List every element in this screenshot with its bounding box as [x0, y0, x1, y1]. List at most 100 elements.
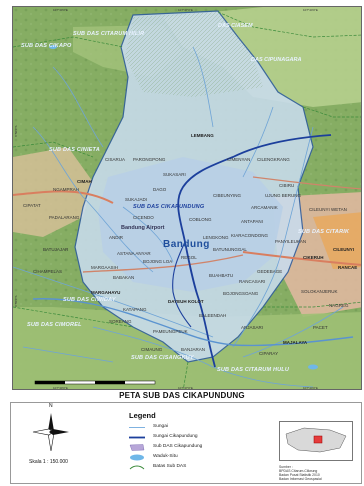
lake-2 [308, 364, 318, 370]
label-subdas-cikapundung: SUB DAS CIKAPUNDUNG [133, 204, 205, 210]
town-label: SUKASARI [163, 172, 186, 177]
road-ne [252, 176, 361, 190]
coord-top-2: 107°37'0"E [178, 8, 193, 12]
town-label: ARCAMANIK [251, 205, 278, 210]
label-margahayu: MARGAHAYU [91, 290, 121, 295]
town-label: BOJONG LOA [143, 259, 173, 264]
map-canvas[interactable] [13, 7, 362, 390]
label-cileunyi: CILEUNYI [333, 247, 355, 252]
town-label: ANTAPANI [241, 219, 263, 224]
label-airport: Bandung Airport [121, 225, 165, 231]
town-label: BATUNUNGGAL [213, 247, 247, 252]
legend-label: Sub DAS Cikapundung [153, 444, 203, 449]
label-majalaya: MAJALAYA [283, 340, 308, 345]
source-line: Badan Pusat Statistik 2010 [279, 473, 320, 477]
road-west [13, 190, 114, 204]
town-label: PADALARANG [49, 215, 80, 220]
subdas-fill-icon [129, 444, 145, 451]
town-label: SUKAJADI [125, 197, 148, 202]
town-label: PACET [313, 325, 328, 330]
town-label: KIARACONDONG [231, 233, 269, 238]
town-label: BABAKAN [113, 275, 135, 280]
map-frame[interactable]: 107°30'0"E 107°37'0"E 107°44'0"E 6°50'0"… [12, 6, 362, 390]
coord-left-1: 6°50'0"S [14, 125, 18, 137]
river-line-icon [129, 427, 145, 428]
town-label: CIMAUNG [141, 347, 163, 352]
label-subdas-cisangkuy: SUB DAS CISANGKUY [131, 355, 194, 361]
coord-bottom-2: 107°37'0"E [178, 386, 193, 390]
label-subdas-cinieta: SUB DAS CINIETA [49, 147, 100, 153]
town-label: GEDEBAGE [257, 269, 283, 274]
terrain-orange-east [313, 212, 361, 269]
inset-map[interactable] [279, 421, 353, 461]
source-line: Badan Informasi Geospasial [279, 477, 322, 481]
legend-label: Sungai Cikapundung [153, 434, 198, 439]
legend-label: Sungai [153, 424, 168, 429]
town-label: KATAPANG [123, 307, 147, 312]
scale-bar [34, 380, 156, 385]
citarum-river [32, 298, 354, 347]
label-dayeuhkolot: DAYEUH KOLOT [168, 299, 204, 304]
map-title: PETA SUB DAS CIKAPUNDUNG [119, 391, 245, 400]
town-label: PAMEUNGPEUK [153, 329, 188, 334]
legend-panel: N Skala 1 : 150.000 Legend Sungai Sungai… [10, 402, 362, 484]
north-arrow-icon [32, 413, 69, 452]
scale-text: Skala 1 : 150.000 [29, 459, 68, 465]
coord-bottom-3: 107°44'0"E [303, 386, 318, 390]
north-label: N [49, 403, 53, 409]
label-cikeruh: CIKERUH [303, 255, 324, 260]
town-label: REGOL [181, 255, 197, 260]
town-label: CIPARAY [259, 351, 279, 356]
label-das-cipunagara: DAS CIPUNAGARA [251, 57, 302, 63]
town-label: CILEUNYI WETAN [309, 207, 347, 212]
label-subdas-ciwiday: SUB DAS CIWIDAY [63, 297, 116, 303]
coord-bottom-1: 107°30'0"E [53, 386, 68, 390]
town-label: UJUNG BERUNG [265, 193, 302, 198]
road-south [82, 254, 244, 273]
town-label: CIMENYAN [227, 157, 251, 162]
town-label: SOREANG [109, 319, 132, 324]
legend-label: Waduk-Situ [153, 454, 178, 459]
source-line: Sumber : [279, 465, 293, 469]
town-label: CIHAMPELAS [33, 269, 63, 274]
town-label: PANYILEUKAN [275, 239, 307, 244]
cikapundung-river[interactable] [177, 134, 332, 368]
town-label: MARGAASIH [91, 265, 119, 270]
town-label: BUAHBATU [209, 273, 234, 278]
town-label: LENGKONG [203, 235, 229, 240]
town-label: BATUJAJAR [43, 247, 69, 252]
label-subdas-citarum-hilir: SUB DAS CITARUM HILIR [73, 31, 145, 37]
main-river-line-icon [129, 436, 145, 439]
town-label: PARONGPONG [133, 157, 166, 162]
town-label: NAGREG [329, 303, 349, 308]
boundary-line-icon [129, 465, 145, 470]
town-label: RANCASARI [239, 279, 266, 284]
town-label: CIBIRU [279, 183, 295, 188]
coord-top-3: 107°44'0"E [303, 8, 318, 12]
town-label: CICENDO [133, 215, 154, 220]
town-label: BANJARAN [181, 347, 206, 352]
lake-1 [49, 45, 57, 49]
town-label: COBLONG [189, 217, 212, 222]
town-label: BALEENDAH [199, 313, 227, 318]
legend-label: Batas Sub DAS [153, 464, 187, 469]
label-rancaekek: RANCAE [338, 265, 358, 270]
town-label: CISARUA [105, 157, 126, 162]
coord-left-2: 6°55'0"S [14, 295, 18, 307]
lake-fill-icon [130, 454, 144, 461]
town-label: CIBEUNYING [213, 193, 242, 198]
rivers [13, 46, 344, 388]
coord-top-1: 107°30'0"E [53, 8, 68, 12]
terrain-hills-hatch [125, 12, 263, 97]
label-bandung[interactable]: Bandung [163, 239, 210, 250]
label-das-ciasem: DAS CIASEM [218, 23, 253, 29]
bandung-city-area [98, 157, 283, 292]
town-label: ARJASARI [241, 325, 264, 330]
town-label: CIPATAT [23, 203, 41, 208]
label-subdas-cimorel: SUB DAS CIMOREL [27, 322, 82, 328]
legend-title: Legend [129, 411, 156, 420]
label-cimahi: CIMAH [77, 179, 92, 184]
cikapundung-river-branch [172, 241, 192, 328]
label-subdas-citarik: SUB DAS CITARIK [298, 229, 350, 235]
